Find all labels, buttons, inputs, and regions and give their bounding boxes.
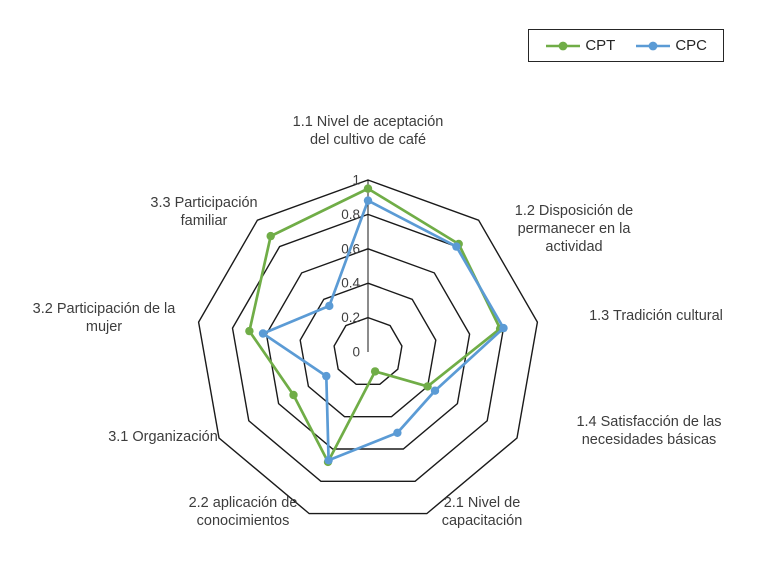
series-cpt-line — [248, 187, 502, 464]
tick-label: 0 — [352, 345, 360, 360]
series-cpc-line — [261, 199, 505, 462]
series-cpc-marker — [324, 456, 333, 465]
tick-label: 0.2 — [341, 310, 360, 325]
axis-label-1: 1.1 Nivel de aceptación del cultivo de c… — [292, 113, 444, 148]
series-cpt-marker — [289, 390, 298, 400]
axis-label-9: 3.3 Participación familiar — [150, 194, 258, 229]
legend-label-cpc: CPC — [675, 37, 707, 54]
axis-label-6: 2.2 aplicación de conocimientos — [188, 494, 298, 529]
legend-label-cpt: CPT — [585, 37, 616, 54]
series-cpt-marker — [363, 184, 373, 193]
series-cpt-marker — [245, 326, 254, 336]
series-cpc-marker — [430, 386, 440, 395]
series-cpc-marker — [393, 428, 402, 437]
series-cpc-marker — [363, 196, 373, 205]
series-cpt-marker — [370, 367, 380, 376]
legend-item-cpc: CPC — [635, 37, 707, 54]
axis-label-4: 1.4 Satisfacción de las necesidades bási… — [576, 413, 722, 448]
axis-label-7: 3.1 Organización — [108, 428, 218, 445]
legend-item-cpt: CPT — [545, 37, 615, 54]
series-cpc-marker — [499, 323, 508, 333]
tick-label: 1 — [352, 173, 360, 188]
axis-label-5: 2.1 Nivel de capacitación — [441, 494, 523, 529]
series-cpc-marker — [452, 242, 461, 251]
axis-label-8: 3.2 Participación de la mujer — [32, 300, 176, 335]
cpc-series-marker-icon — [636, 41, 671, 50]
grid-ring — [197, 179, 539, 515]
grid-ring — [299, 282, 437, 418]
tick-label: 0.8 — [341, 207, 360, 222]
series-cpc-marker — [322, 371, 331, 381]
grid-ring — [265, 248, 471, 450]
tick-label: 0.4 — [341, 276, 360, 291]
series-cpc-marker — [258, 329, 268, 338]
axis-label-3: 1.3 Tradición cultural — [589, 307, 723, 324]
chart-legend: CPT CPC — [528, 29, 724, 62]
axis-label-2: 1.2 Disposición de permanecer en la acti… — [514, 202, 634, 256]
series-cpt-marker — [423, 382, 432, 391]
series-cpc-marker — [325, 301, 334, 311]
series-cpt-marker — [266, 231, 275, 241]
cpt-series-marker-icon — [546, 41, 581, 50]
